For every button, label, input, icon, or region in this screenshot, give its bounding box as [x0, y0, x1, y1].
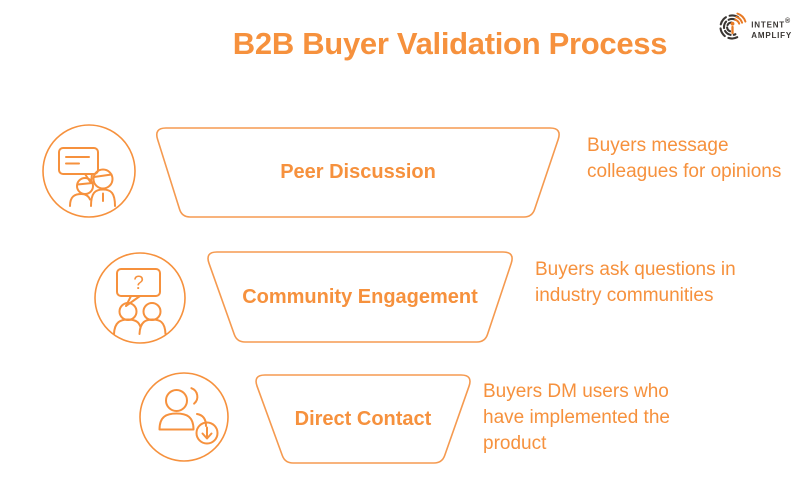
stage-label-peer-discussion: Peer Discussion: [280, 161, 436, 183]
brand-logo: Intent® Amplify: [718, 10, 792, 47]
stage-description-direct-contact: Buyers DM users who have implemented the…: [483, 381, 670, 454]
stage-label-direct-contact: Direct Contact: [294, 407, 432, 430]
stage-label-community-engagement: Community Engagement: [242, 285, 478, 308]
logo-word-amplify: Amplify: [751, 29, 792, 42]
peer-discussion-icon: [40, 122, 138, 220]
funnel-stage-2-shape: [207, 251, 513, 343]
funnel-stage-3-shape: [255, 374, 471, 464]
page-title: B2B Buyer Validation Process: [232, 26, 668, 61]
stage-description-peer-discussion: Buyers message colleagues for opinions: [587, 135, 782, 182]
logo-wordmark: Intent® Amplify: [751, 16, 792, 42]
intent-amplify-logo-icon: [718, 10, 748, 47]
registered-trademark: ®: [784, 17, 791, 25]
logo-word-intent: Intent: [751, 18, 785, 31]
direct-contact-icon: [137, 370, 231, 464]
stage-description-community-engagement: Buyers ask questions in industry communi…: [535, 259, 736, 306]
question-mark-glyph: ?: [133, 273, 144, 294]
community-engagement-icon: ?: [92, 250, 188, 346]
funnel-stage-1-shape: [155, 127, 560, 218]
